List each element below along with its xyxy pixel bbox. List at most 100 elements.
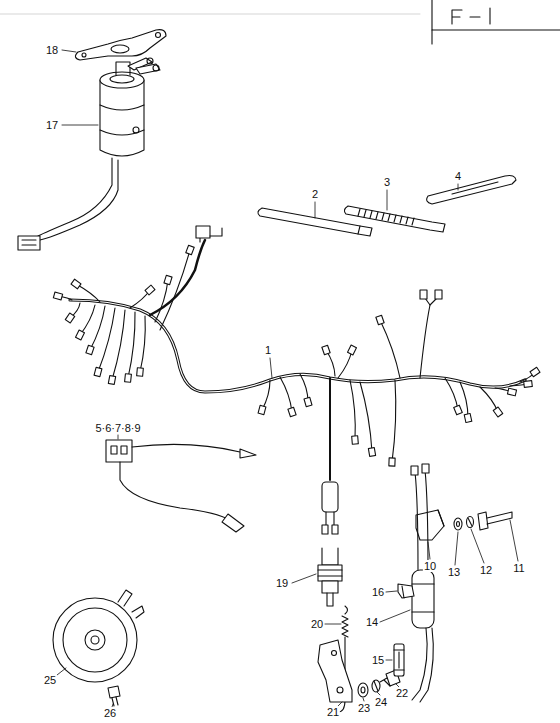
leader-line	[363, 698, 364, 701]
return-spring	[345, 606, 348, 614]
leader-line	[118, 435, 119, 439]
harness-wire	[98, 308, 115, 372]
connector-lead	[106, 440, 256, 532]
callout-number: 1	[264, 344, 272, 356]
bolt	[380, 678, 390, 686]
washer	[454, 518, 462, 530]
harness-wire	[360, 382, 372, 452]
fuse-holder	[411, 464, 434, 702]
terminal	[125, 374, 132, 383]
harness-wire	[262, 380, 270, 410]
wiring-harness	[322, 525, 328, 534]
switch-bracket	[318, 640, 352, 702]
terminal	[493, 407, 503, 417]
terminal	[164, 275, 172, 284]
washer	[358, 683, 368, 697]
fuse	[394, 650, 404, 670]
terminal	[454, 405, 463, 415]
connector-lead	[111, 446, 117, 454]
screw	[478, 512, 512, 530]
connector-lead	[121, 446, 127, 454]
ignition-switch	[100, 72, 144, 88]
ignition-switch	[18, 58, 160, 250]
connector-lead	[132, 444, 240, 452]
harness-wire	[480, 387, 498, 412]
terminal	[53, 292, 62, 300]
callout-number: 25	[43, 674, 57, 686]
switch-bracket	[337, 687, 343, 693]
horn-screw	[108, 686, 120, 698]
terminal	[288, 407, 296, 417]
leader-line	[428, 542, 430, 559]
harness-strap	[344, 206, 445, 232]
lock-washer	[467, 517, 474, 528]
harness-wire	[392, 380, 396, 462]
sheet-frame	[432, 0, 560, 30]
fuse-clip	[398, 584, 414, 598]
switch-bracket	[111, 45, 129, 53]
fuse-clip	[402, 586, 404, 598]
fuse-holder	[412, 584, 434, 612]
ignition-switch	[133, 127, 139, 133]
wiring-harness	[196, 226, 210, 238]
horn	[85, 630, 105, 650]
callout-number: 2	[311, 188, 319, 200]
ignition-switch	[38, 158, 118, 240]
leader-line	[62, 125, 98, 126]
leader-line	[62, 50, 76, 52]
wiring-harness	[322, 482, 338, 512]
lock-washer	[468, 518, 472, 526]
terminal	[86, 345, 94, 355]
leader-line	[325, 624, 341, 625]
terminal	[524, 381, 533, 388]
callout-number: 11	[512, 562, 525, 574]
wiring-harness	[326, 512, 334, 525]
horn	[53, 590, 144, 682]
connector-lead	[222, 514, 244, 532]
leader-line	[315, 202, 316, 218]
fuse-holder	[422, 464, 429, 473]
switch-bracket	[75, 30, 166, 60]
terminal	[108, 376, 115, 385]
leader-line	[510, 520, 518, 561]
ignition-switch	[110, 75, 134, 83]
switch-bracket	[82, 53, 86, 57]
ignition-switch	[153, 65, 159, 71]
switch-bracket	[332, 651, 337, 656]
harness-strap	[358, 226, 360, 234]
terminal	[348, 345, 357, 355]
terminal	[304, 397, 312, 406]
wiring-harness	[420, 290, 427, 299]
leader-line	[386, 591, 397, 592]
terminal	[145, 285, 155, 295]
horn	[118, 590, 144, 618]
harness-wire	[128, 312, 135, 378]
stop-switch	[327, 593, 333, 606]
terminal	[464, 413, 472, 422]
connector-lead	[120, 462, 230, 520]
fuse-holder	[411, 466, 418, 475]
horn	[63, 608, 127, 672]
connector-lead	[240, 449, 256, 458]
terminal	[137, 368, 144, 377]
callout-number: 16	[371, 586, 385, 598]
callout-number: 21	[326, 706, 340, 718]
screw	[478, 512, 488, 530]
fuse	[394, 644, 404, 676]
wiring-harness	[53, 226, 540, 534]
terminal	[376, 315, 384, 325]
wiring-harness	[332, 525, 338, 534]
callout-number: 24	[374, 696, 388, 708]
leader-line	[57, 668, 66, 675]
leader-line	[270, 358, 272, 378]
leader-line	[380, 610, 410, 622]
callout-number: 13	[447, 566, 461, 578]
callout-number: 4	[454, 170, 462, 182]
ignition-switch	[100, 105, 144, 135]
callout-number: 20	[310, 618, 324, 630]
callout-number: 19	[275, 577, 289, 589]
lock-washer	[372, 680, 380, 692]
sheet-frame	[431, 30, 432, 44]
harness-strap	[427, 176, 516, 205]
terminal	[507, 388, 516, 396]
